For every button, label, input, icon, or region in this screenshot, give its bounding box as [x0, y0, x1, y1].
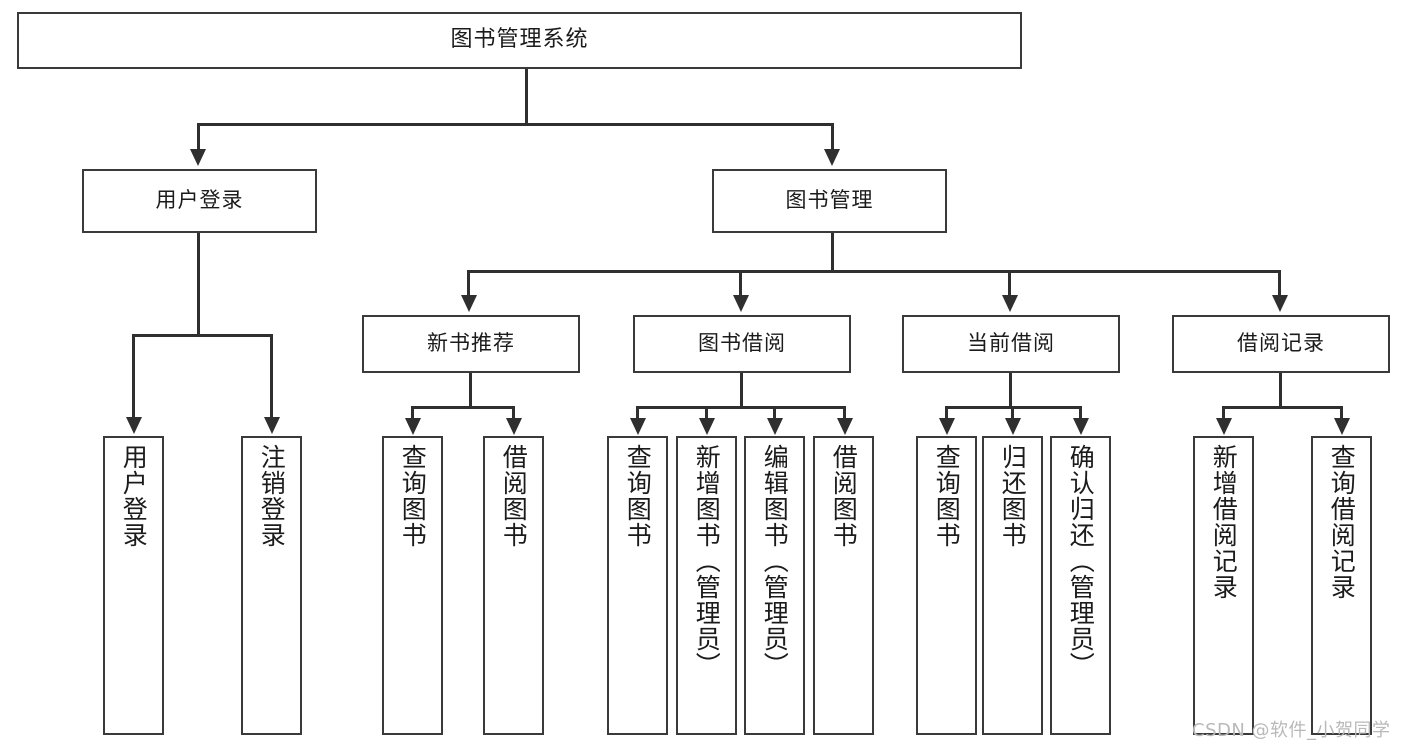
node-user-login[interactable]: 用户登录 — [82, 169, 317, 233]
node-label: 新书推荐 — [427, 331, 515, 356]
arrowhead-root-to-user-login — [190, 149, 206, 166]
connector-user-login-bar — [133, 334, 272, 337]
node-leaf-logout-login[interactable]: 注销登录 — [241, 436, 302, 735]
node-leaf-query-book-borrow[interactable]: 查询图书 — [607, 436, 668, 735]
arrowhead-nbr-leaf-1 — [405, 418, 421, 435]
node-label: 编辑图书（管理员） — [760, 444, 790, 678]
arrowhead-nbr-leaf-2 — [506, 418, 522, 435]
connector-cb-stem — [1009, 373, 1012, 408]
connector-bm-to-borrow-record — [1278, 270, 1281, 297]
node-label: 新增借阅记录 — [1209, 444, 1239, 600]
connector-nbr-stem — [469, 373, 472, 408]
arrowhead-root-to-book-manage — [824, 149, 840, 166]
arrowhead-br-leaf-1 — [1216, 418, 1232, 435]
node-leaf-borrow-book-recommend[interactable]: 借阅图书 — [483, 436, 544, 735]
connector-nbr-bar — [412, 406, 514, 409]
node-book-management[interactable]: 图书管理 — [712, 169, 947, 233]
connector-cb-to-leaf-2 — [1011, 406, 1014, 420]
node-leaf-user-login[interactable]: 用户登录 — [103, 436, 164, 735]
connector-user-login-stem — [197, 233, 200, 336]
connector-bm-to-new-book-recommend — [467, 270, 470, 297]
arrowhead-bm-current-borrow — [1002, 295, 1018, 312]
connector-cb-to-leaf-1 — [945, 406, 948, 420]
connector-book-management-stem — [831, 233, 834, 272]
node-label: 图书借阅 — [698, 331, 786, 356]
node-label: 查询图书 — [623, 444, 653, 548]
node-borrow-record[interactable]: 借阅记录 — [1172, 315, 1390, 373]
connector-bb-to-leaf-3 — [773, 406, 776, 420]
node-leaf-confirm-return-admin[interactable]: 确认归还（管理员） — [1050, 436, 1111, 735]
connector-user-login-to-leaf-1 — [132, 334, 135, 419]
arrowhead-bm-borrow-record — [1272, 295, 1288, 312]
connector-root-to-user-login — [197, 123, 200, 151]
arrowhead-br-leaf-2 — [1334, 418, 1350, 435]
node-leaf-borrow-book[interactable]: 借阅图书 — [813, 436, 874, 735]
connector-root-stem — [525, 69, 528, 124]
connector-root-to-book-manage — [831, 123, 834, 151]
node-label: 查询图书 — [932, 444, 962, 548]
connector-bb-to-leaf-1 — [636, 406, 639, 420]
node-leaf-query-book-current[interactable]: 查询图书 — [916, 436, 977, 735]
node-label: 查询图书 — [398, 444, 428, 548]
node-label: 用户登录 — [155, 188, 244, 213]
node-leaf-add-borrow-record[interactable]: 新增借阅记录 — [1193, 436, 1254, 735]
arrowhead-bm-book-borrow — [733, 295, 749, 312]
connector-br-to-leaf-2 — [1340, 406, 1343, 420]
connector-root-bar — [198, 123, 832, 126]
node-label: 确认归还（管理员） — [1066, 444, 1096, 678]
node-label: 新增图书（管理员） — [692, 444, 722, 678]
node-leaf-query-book-recommend[interactable]: 查询图书 — [382, 436, 443, 735]
connector-br-to-leaf-1 — [1222, 406, 1225, 420]
node-book-borrow[interactable]: 图书借阅 — [633, 315, 851, 373]
node-new-book-recommend[interactable]: 新书推荐 — [362, 315, 580, 373]
connector-nbr-to-leaf-1 — [411, 406, 414, 420]
node-label: 用户登录 — [119, 444, 149, 548]
arrowhead-bb-leaf-3 — [767, 418, 783, 435]
arrowhead-cb-leaf-1 — [939, 418, 955, 435]
node-label: 归还图书 — [998, 444, 1028, 548]
arrowhead-user-login-leaf-2 — [264, 417, 280, 434]
connector-bm-to-current-borrow — [1008, 270, 1011, 297]
connector-bb-to-leaf-2 — [705, 406, 708, 420]
node-label: 查询借阅记录 — [1327, 444, 1357, 600]
arrowhead-bm-new-book-recommend — [461, 295, 477, 312]
node-leaf-query-borrow-record[interactable]: 查询借阅记录 — [1311, 436, 1372, 735]
node-root-book-management-system[interactable]: 图书管理系统 — [17, 12, 1022, 69]
connector-bb-stem — [740, 373, 743, 408]
node-leaf-add-book-admin[interactable]: 新增图书（管理员） — [676, 436, 737, 735]
arrowhead-bb-leaf-1 — [630, 418, 646, 435]
node-leaf-edit-book-admin[interactable]: 编辑图书（管理员） — [744, 436, 805, 735]
csdn-watermark: CSDN @软件_小贺同学 — [1192, 720, 1391, 741]
node-label: 图书管理 — [785, 188, 874, 213]
connector-user-login-to-leaf-2 — [270, 334, 273, 419]
connector-br-bar — [1223, 406, 1342, 409]
connector-bb-to-leaf-4 — [843, 406, 846, 420]
node-label: 借阅图书 — [829, 444, 859, 548]
node-label: 注销登录 — [257, 444, 287, 548]
arrowhead-cb-leaf-2 — [1005, 418, 1021, 435]
node-label: 借阅图书 — [499, 444, 529, 548]
connector-bb-bar — [637, 406, 845, 409]
node-label: 图书管理系统 — [450, 27, 589, 53]
connector-cb-to-leaf-3 — [1079, 406, 1082, 420]
node-current-borrow[interactable]: 当前借阅 — [902, 315, 1120, 373]
arrowhead-bb-leaf-4 — [837, 418, 853, 435]
connector-bm-to-book-borrow — [739, 270, 742, 297]
connector-book-management-bar — [468, 270, 1280, 273]
arrowhead-user-login-leaf-1 — [126, 417, 142, 434]
arrowhead-bb-leaf-2 — [699, 418, 715, 435]
node-leaf-return-book[interactable]: 归还图书 — [982, 436, 1043, 735]
node-label: 借阅记录 — [1237, 331, 1325, 356]
arrowhead-cb-leaf-3 — [1073, 418, 1089, 435]
connector-br-stem — [1279, 373, 1282, 408]
connector-nbr-to-leaf-2 — [512, 406, 515, 420]
node-label: 当前借阅 — [967, 331, 1055, 356]
